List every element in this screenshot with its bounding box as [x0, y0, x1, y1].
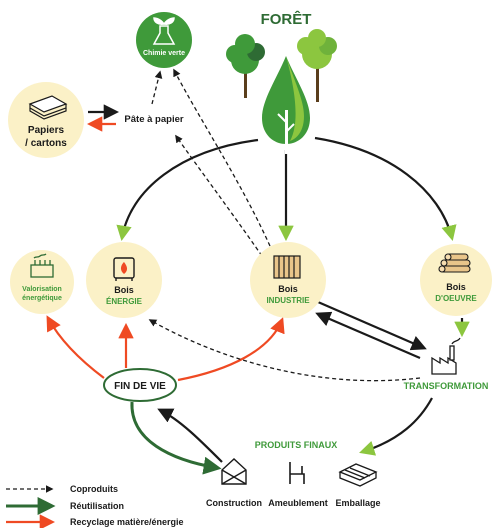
- flask-icon: [152, 17, 176, 45]
- label-valorisation-line1: Valorisation: [22, 286, 62, 293]
- label-chimie-verte: Chimie verte: [143, 50, 185, 57]
- label-emballage: Emballage: [335, 498, 380, 508]
- label-bois-energie-line2: ÉNERGIE: [106, 297, 143, 306]
- factory-icon: [431, 337, 461, 375]
- legend-recyclage: Recyclage matière/énergie: [6, 514, 184, 528]
- arrow-construction-to-fin-de-vie: [157, 408, 223, 463]
- legend-coproduits-label: Coproduits: [70, 484, 118, 494]
- chair-icon: [289, 462, 305, 484]
- wood-panels-icon: [273, 255, 301, 279]
- arrow-industrie-to-transformation: [317, 300, 427, 351]
- label-valorisation-line2: énergétique: [22, 295, 62, 302]
- label-bois-energie-line1: Bois: [114, 285, 134, 295]
- label-bois-industrie-line1: Bois: [278, 284, 298, 294]
- product-emballage: Emballage: [335, 463, 381, 508]
- label-papiers-line1: Papiers: [28, 125, 65, 136]
- arrow-transformation-to-industrie: [315, 311, 421, 360]
- node-valorisation-energetique: Valorisation énergétique: [10, 250, 74, 314]
- legend: Coproduits Réutilisation Recyclage matiè…: [6, 484, 184, 528]
- node-transformation: TRANSFORMATION: [404, 337, 489, 391]
- node-bois-industrie: Bois INDUSTRIE: [250, 242, 326, 318]
- node-chimie-verte: Chimie verte: [136, 12, 192, 68]
- label-transformation: TRANSFORMATION: [404, 381, 489, 391]
- label-construction: Construction: [206, 498, 262, 508]
- label-pate-a-papier: Pâte à papier: [124, 114, 183, 125]
- label-bois-oeuvre-line2: D'OEUVRE: [435, 294, 477, 303]
- label-produits-finaux: PRODUITS FINAUX: [255, 440, 338, 450]
- forest-trees-icon: [226, 29, 337, 154]
- dashed-transformation-to-bois-energie: [148, 319, 421, 382]
- node-bois-doeuvre: Bois D'OEUVRE: [420, 244, 492, 316]
- dashed-industrie-to-pate: [175, 134, 263, 257]
- arrow-foret-to-bois-oeuvre: [314, 136, 457, 241]
- node-fin-de-vie: FIN DE VIE: [103, 368, 177, 402]
- pallet-icon: [338, 463, 378, 487]
- label-ameublement: Ameublement: [268, 498, 328, 508]
- legend-reutilisation-label: Réutilisation: [70, 501, 124, 511]
- stove-icon: [113, 257, 135, 281]
- product-construction: Construction: [206, 458, 262, 508]
- legend-recyclage-label: Recyclage matière/énergie: [70, 517, 184, 527]
- product-ameublement: Ameublement: [268, 462, 328, 508]
- label-papiers-line2: / cartons: [25, 138, 67, 149]
- arrow-foret-to-bois-energie: [116, 138, 259, 242]
- legend-reutilisation: Réutilisation: [6, 497, 124, 515]
- title-foret: FORÊT: [261, 10, 312, 28]
- paper-stack-icon: [28, 95, 68, 120]
- arrow-recycle-to-valorisation: [46, 315, 105, 379]
- arrow-reuse-to-construction: [130, 401, 222, 475]
- node-bois-energie: Bois ÉNERGIE: [86, 242, 162, 318]
- label-bois-industrie-line2: INDUSTRIE: [266, 296, 310, 305]
- dashed-industrie-to-chimie: [173, 68, 271, 247]
- power-plant-icon: [30, 253, 54, 278]
- logs-icon: [438, 253, 471, 273]
- label-fin-de-vie: FIN DE VIE: [114, 381, 166, 392]
- legend-coproduits: Coproduits: [6, 484, 118, 494]
- arrow-transformation-to-produits: [359, 397, 433, 456]
- arrow-recycle-to-bois-industrie: [177, 317, 285, 382]
- label-bois-oeuvre-line1: Bois: [446, 282, 466, 292]
- node-papiers-cartons: Papiers / cartons: [8, 82, 84, 158]
- dashed-pate-to-chimie: [151, 70, 163, 105]
- house-frame-icon: [221, 458, 247, 485]
